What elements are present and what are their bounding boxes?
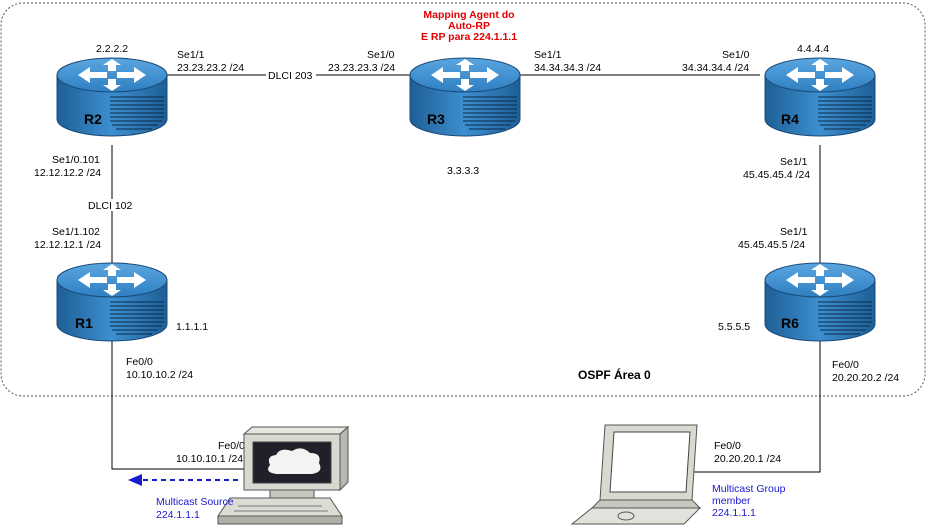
dlci-label: DLCI 203 [268,70,313,82]
links [111,74,821,473]
ip-label: 10.10.10.2 /24 [126,369,193,381]
if-label: Se1/1.102 [52,226,100,238]
loopback-r3: 3.3.3.3 [447,165,479,177]
ip-label: 34.34.34.4 /24 [682,62,749,74]
multicast-flow-arrow [128,474,238,486]
ip-label: 23.23.23.2 /24 [177,62,244,74]
ip-label: 45.45.45.4 /24 [743,169,810,181]
loopback-r2: 2.2.2.2 [96,43,128,55]
if-label: Se1/0 [722,49,750,61]
if-label: Se1/1 [534,49,562,61]
pc-icon[interactable] [217,425,350,525]
source-label-1: Multicast Source [156,496,234,508]
ip-label: 12.12.12.2 /24 [34,167,101,179]
ip-label: 12.12.12.1 /24 [34,239,101,251]
source-label-2: 224.1.1.1 [156,509,200,521]
dlci-bg [266,70,316,81]
area-label: OSPF Área 0 [578,367,651,382]
router-name: R6 [781,315,799,331]
member-label-3: 224.1.1.1 [712,507,756,519]
ip-label: 23.23.23.3 /24 [328,62,395,74]
title-line-1: Mapping Agent do [423,9,514,21]
title-line-3: E RP para 224.1.1.1 [421,31,517,43]
link-r1-pc [111,340,255,470]
if-label: Se1/0 [367,49,395,61]
router-r1[interactable]: R1 [56,262,168,342]
if-label: Se1/0.101 [52,154,100,166]
router-r6[interactable]: R6 [764,262,876,342]
router-name: R2 [84,111,102,127]
if-label: Fe0/0 [126,356,153,368]
ip-label: 34.34.34.3 /24 [534,62,601,74]
dlci-label: DLCI 102 [88,200,133,212]
router-name: R1 [75,315,93,331]
router-r4[interactable]: R4 [764,57,876,137]
router-name: R3 [427,111,445,127]
ip-label: 45.45.45.5 /24 [738,239,805,251]
loopback-r1: 1.1.1.1 [176,321,208,333]
if-label: Fe0/0 [832,359,859,371]
router-name: R4 [781,111,799,127]
member-label-1: Multicast Group [712,483,786,495]
ip-label: 20.20.20.1 /24 [714,453,781,465]
router-r2[interactable]: R2 [56,57,168,137]
rp-title: Mapping Agent do Auto-RP E RP para 224.1… [421,9,517,43]
dlci-bg [86,199,136,211]
if-label: Se1/1 [780,226,808,238]
ip-label: 10.10.10.1 /24 [176,453,243,465]
ip-label: 20.20.20.2 /24 [832,372,899,384]
link-r6-laptop [685,340,821,473]
router-r3[interactable]: R3 [409,57,521,137]
loopback-r4: 4.4.4.4 [797,43,829,55]
title-line-2: Auto-RP [448,20,490,32]
laptop-icon[interactable] [570,424,702,525]
if-label: Se1/1 [177,49,205,61]
loopback-r6: 5.5.5.5 [718,321,750,333]
if-label: Fe0/0 [714,440,741,452]
ospf-area-boundary [0,2,926,397]
member-label-2: member [712,495,751,507]
if-label: Fe0/0 [218,440,245,452]
if-label: Se1/1 [780,156,808,168]
